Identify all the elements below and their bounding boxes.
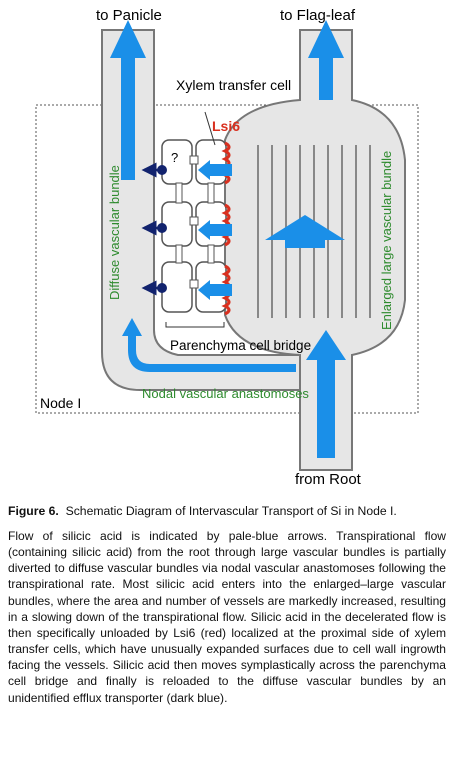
- arrow-unload-1: [198, 160, 232, 180]
- arrow-enlarged-center: [265, 215, 345, 240]
- caption-title: Schematic Diagram of Intervascular Trans…: [65, 504, 397, 518]
- caption-body: Flow of silicic acid is indicated by pal…: [8, 529, 446, 705]
- label-lsi6: Lsi6: [212, 118, 240, 134]
- label-parenchyma-bridge: Parenchyma cell bridge: [170, 338, 311, 353]
- silicic-acid-flow-arrows: [110, 20, 346, 458]
- label-xylem-transfer-cell: Xylem transfer cell: [176, 77, 291, 93]
- label-to-panicle: to Panicle: [96, 7, 162, 24]
- label-anastomoses: Nodal vascular anastomoses: [142, 386, 309, 401]
- label-enlarged-bundle: Enlarged large vascular bundle: [379, 151, 394, 330]
- arrow-anastomosis: [122, 318, 296, 372]
- node-boundary: [35, 104, 419, 414]
- arrow-from-root: [306, 330, 346, 458]
- arrow-to-panicle: [110, 20, 146, 180]
- label-node: Node I: [40, 395, 81, 411]
- caption-title-line: Figure 6. Schematic Diagram of Intervasc…: [8, 503, 446, 519]
- label-unknown: ?: [171, 150, 178, 165]
- arrow-unload-3: [198, 280, 232, 300]
- label-diffuse-bundle: Diffuse vascular bundle: [107, 165, 122, 300]
- figure-caption: Figure 6. Schematic Diagram of Intervasc…: [8, 503, 446, 706]
- plasmodesmata: [175, 155, 215, 289]
- figure-diagram: to Panicle to Flag-leaf Xylem transfer c…: [35, 7, 419, 488]
- label-from-root: from Root: [295, 471, 362, 488]
- arrow-to-flag-leaf: [308, 20, 344, 100]
- parenchyma-bracket: [165, 322, 225, 328]
- xylem-transfer-cell-leader: [204, 111, 216, 146]
- label-to-flag-leaf: to Flag-leaf: [280, 7, 356, 24]
- figure-number: Figure 6.: [8, 504, 59, 518]
- arrow-unload-2: [198, 220, 232, 240]
- efflux-transporters: [141, 162, 167, 296]
